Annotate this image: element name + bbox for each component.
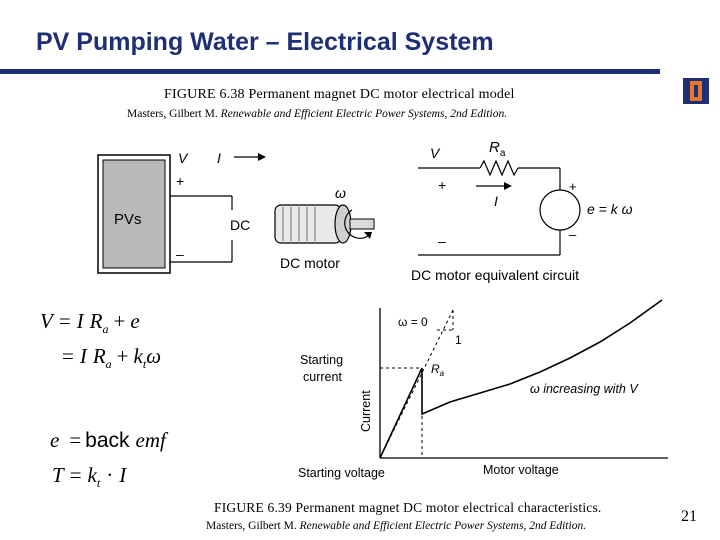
emf-label: e = k ω — [587, 201, 633, 217]
circuit-minus-left: – — [438, 233, 446, 249]
figure2-caption: FIGURE 6.39 Permanent magnet DC motor el… — [214, 500, 602, 515]
circuit-plus-left: + — [438, 177, 446, 193]
graph-ra-label: Ra — [431, 362, 445, 378]
graph-y-label: Current — [359, 390, 373, 432]
graph-x-label: Motor voltage — [483, 463, 559, 477]
title-rule — [0, 69, 660, 74]
slide-title: PV Pumping Water – Electrical System — [36, 28, 494, 56]
rotation-arrowhead — [364, 232, 372, 239]
pv-minus: – — [176, 246, 184, 262]
pv-label: PVs — [114, 211, 142, 228]
motor-label: DC motor — [280, 255, 340, 271]
omega-label: ω — [335, 185, 346, 201]
equivalent-circuit: V Ra I + – + – e = k ω DC motor equivale… — [411, 139, 633, 283]
current-curve — [379, 299, 663, 459]
circuit-resistor-label: Ra — [489, 139, 506, 159]
rotation-arrow — [344, 209, 369, 239]
circuit-minus-right: – — [569, 227, 577, 242]
figure2-source-author: Masters, Gilbert M. — [206, 520, 300, 532]
resistor — [479, 159, 519, 177]
emf-source — [539, 189, 581, 231]
circuit-plus-right: + — [569, 179, 577, 194]
figure2-source-title: Renewable and Efficient Electric Power S… — [299, 520, 587, 532]
figure1-source-author: Masters, Gilbert M. — [127, 108, 221, 120]
pv-motor-diagram: PVs V I + – DC ω DC motor — [97, 150, 375, 274]
slope-one-label: 1 — [455, 333, 462, 347]
circuit-voltage-label: V — [430, 145, 441, 161]
starting-current-label-2: current — [303, 370, 342, 384]
pv-plus: + — [176, 173, 184, 189]
university-logo — [683, 78, 709, 104]
figure1-source-title: Renewable and Efficient Electric Power S… — [220, 108, 508, 120]
current-voltage-graph: ω = 0 1 Ra Starting current Current ω in… — [298, 299, 668, 480]
figure2-source: Masters, Gilbert M. Renewable and Effici… — [206, 520, 586, 532]
circuit-current-label: I — [494, 193, 498, 209]
dc-label: DC — [230, 217, 250, 233]
equation-4: T=kt·I — [52, 463, 127, 490]
motor-shaft — [349, 218, 375, 230]
circuit-label: DC motor equivalent circuit — [411, 267, 579, 283]
pv-current-label: I — [217, 150, 221, 166]
page-number: 21 — [681, 508, 697, 525]
pv-voltage-label: V — [178, 150, 189, 166]
figure1-caption: FIGURE 6.38 Permanent magnet DC motor el… — [164, 87, 515, 102]
figure1-source: Masters, Gilbert M. Renewable and Effici… — [127, 108, 507, 120]
motor-endcap — [334, 204, 352, 244]
current-arrowhead — [258, 153, 266, 161]
motor-body — [274, 204, 342, 244]
curve-label: ω increasing with V — [530, 382, 639, 396]
pv-array — [102, 159, 166, 269]
starting-voltage-label: Starting voltage — [298, 466, 385, 480]
starting-current-label-1: Starting — [300, 353, 343, 367]
omega-zero-label: ω = 0 — [398, 315, 428, 329]
